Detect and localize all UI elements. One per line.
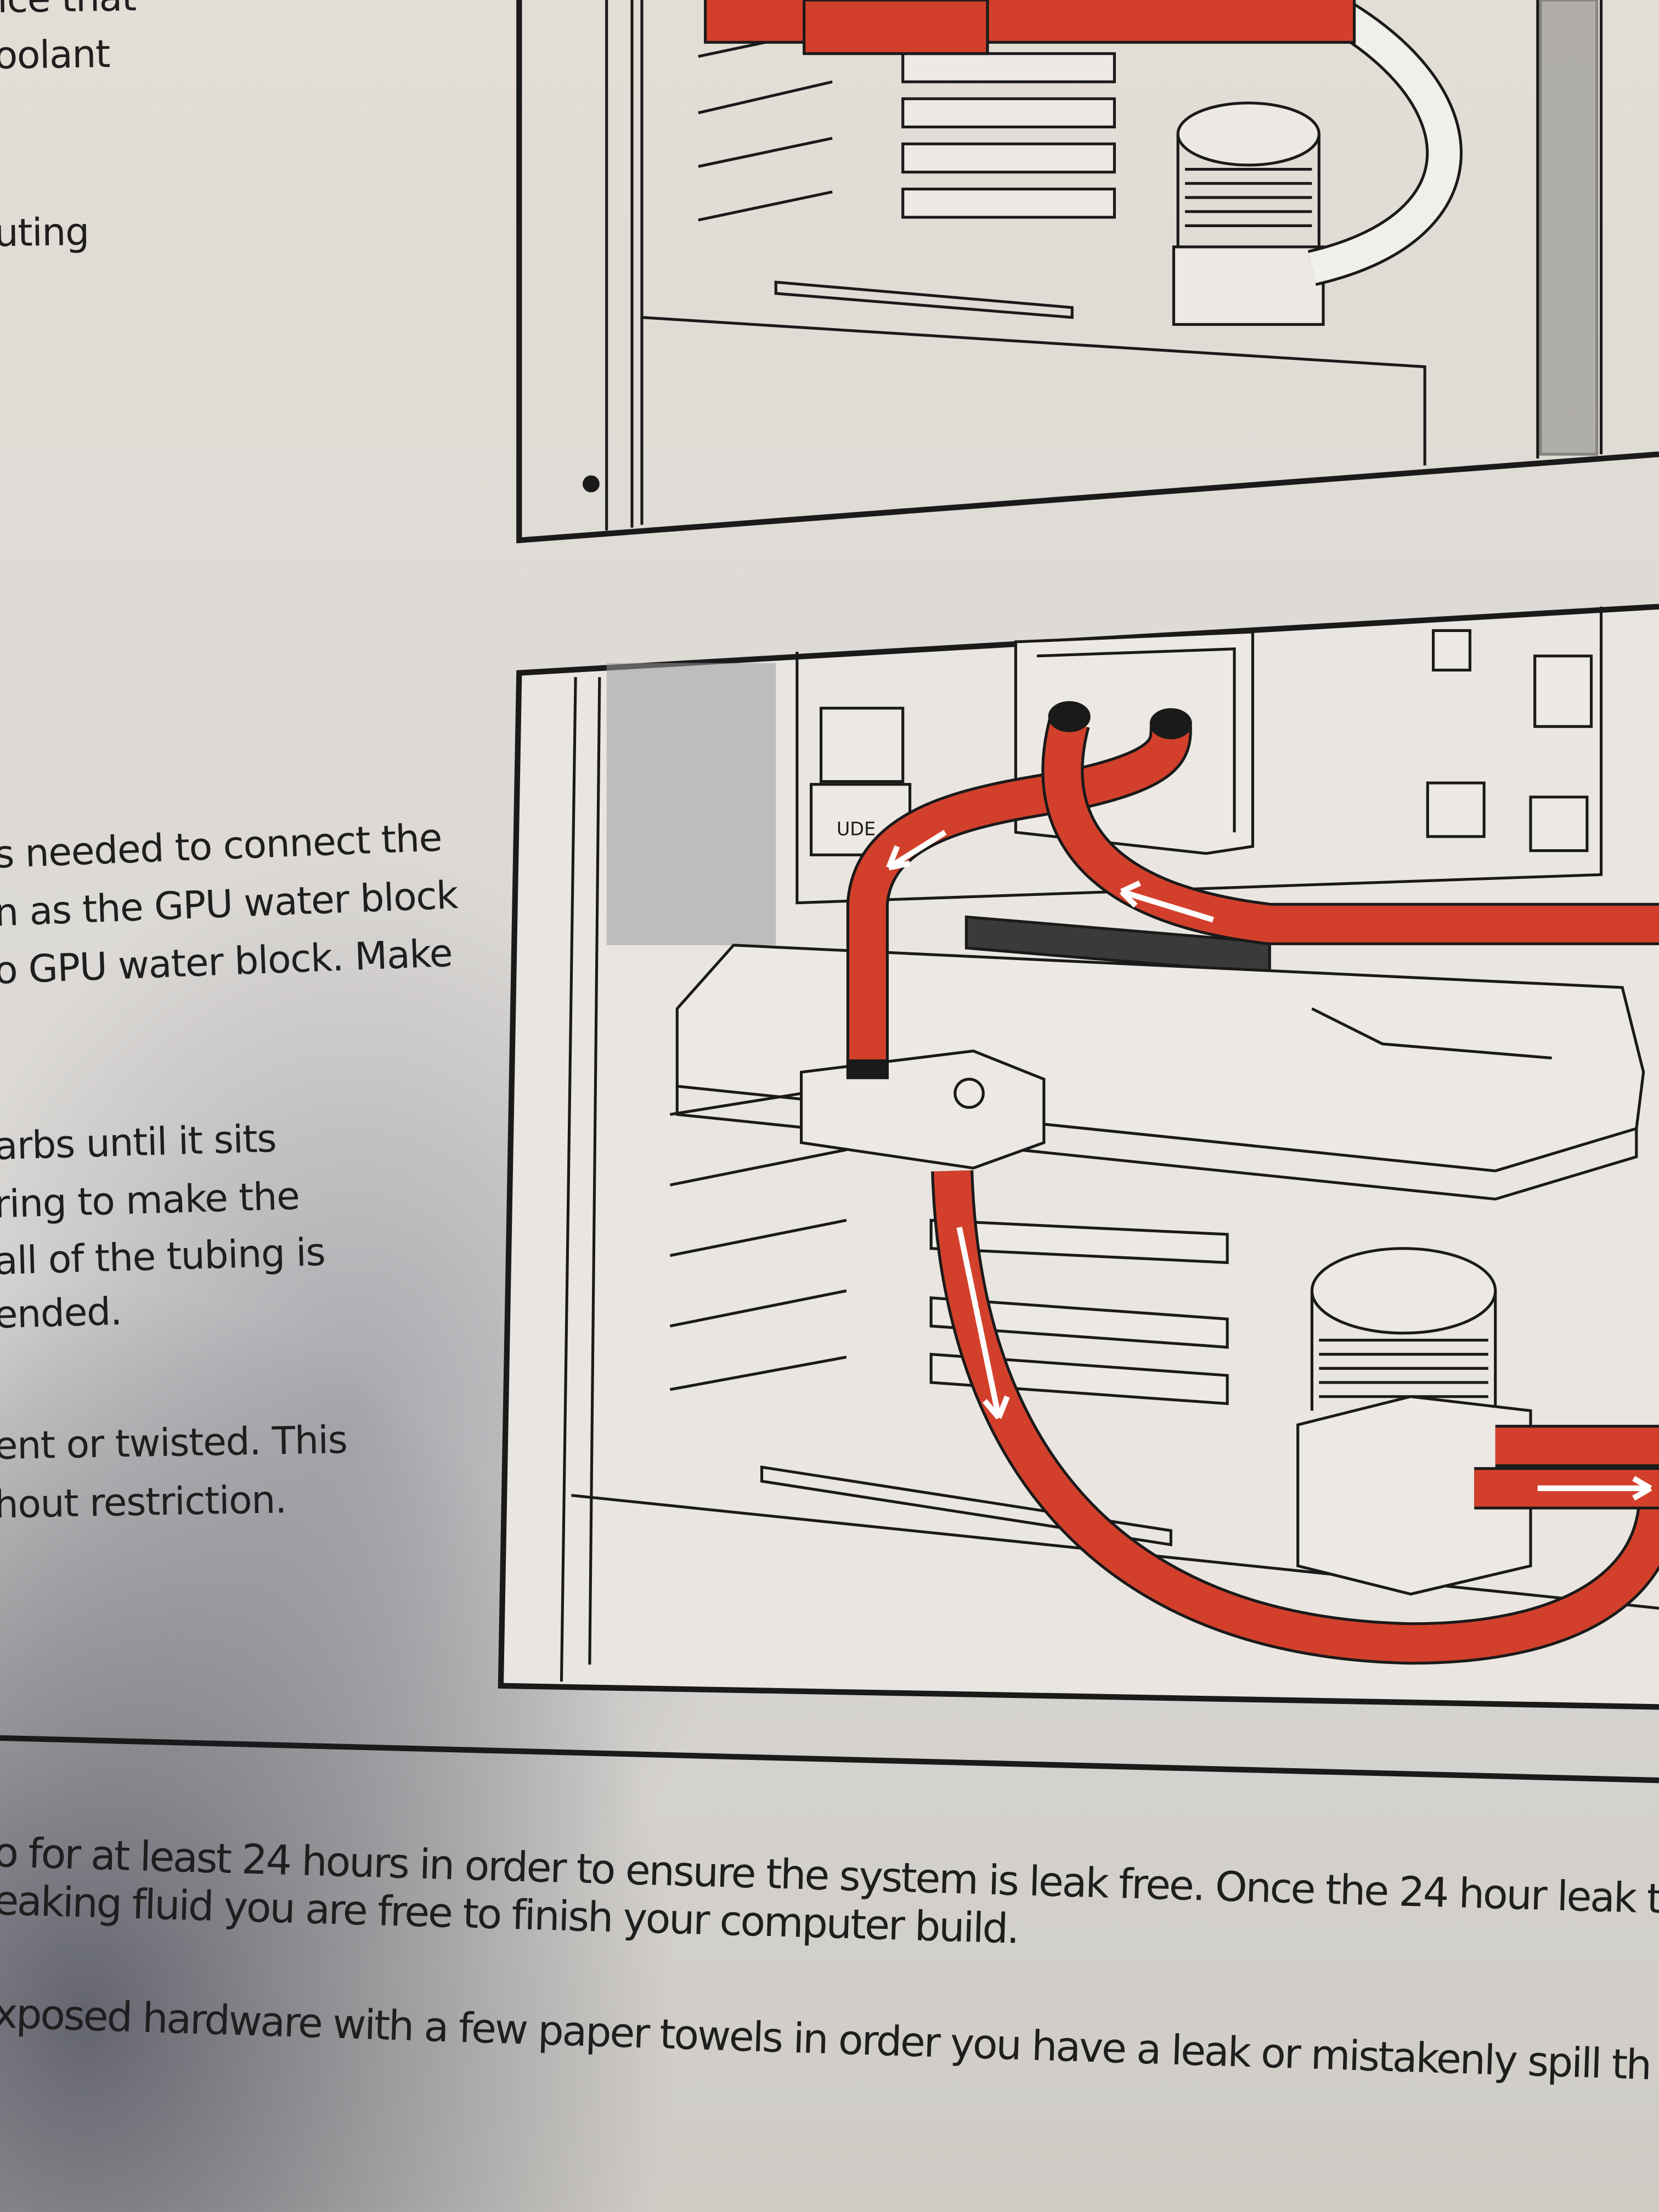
flow-arrow-icons xyxy=(886,830,1652,1501)
gpu-tubing-illustration: UDE xyxy=(498,603,1659,1710)
top-panel-illustration xyxy=(516,0,1659,544)
section-divider xyxy=(0,1735,1659,1784)
reservoir-label: UDE xyxy=(837,818,876,839)
